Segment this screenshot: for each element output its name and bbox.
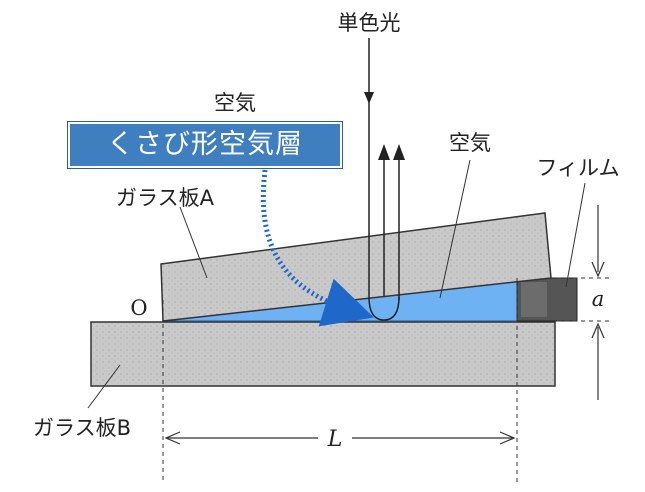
leader-air-right [439,159,471,299]
glass-b-label: ガラス板B [33,416,131,440]
light-label: 単色光 [338,11,401,35]
glass-plate-a [160,212,552,322]
glass-plate-b [90,321,556,387]
air-label-left: 空気 [214,91,256,115]
a-lower-arrow-icon [591,322,605,339]
leader-glass-a [179,206,208,279]
film-label: フィルム [536,156,619,180]
leader-film [565,182,586,288]
l-left-arrow-icon [164,431,181,445]
l-right-arrow-icon [499,431,516,445]
origin-label: O [130,296,147,320]
leader-glass-b [87,364,121,409]
glass-a-label: ガラス板A [116,186,215,210]
air-label-right: 空気 [449,131,491,155]
length-label: L [327,427,343,452]
wedge-callout: くさび形空気層 [68,122,342,168]
thickness-label: a [592,287,605,311]
reflected-arrow-icon-2 [393,144,405,160]
incident-arrow-icon [364,92,374,104]
a-upper-arrow-icon [591,261,605,278]
reflected-arrow-icon-1 [378,144,390,160]
film-highlight [521,282,547,317]
callout-arrow [260,169,374,327]
